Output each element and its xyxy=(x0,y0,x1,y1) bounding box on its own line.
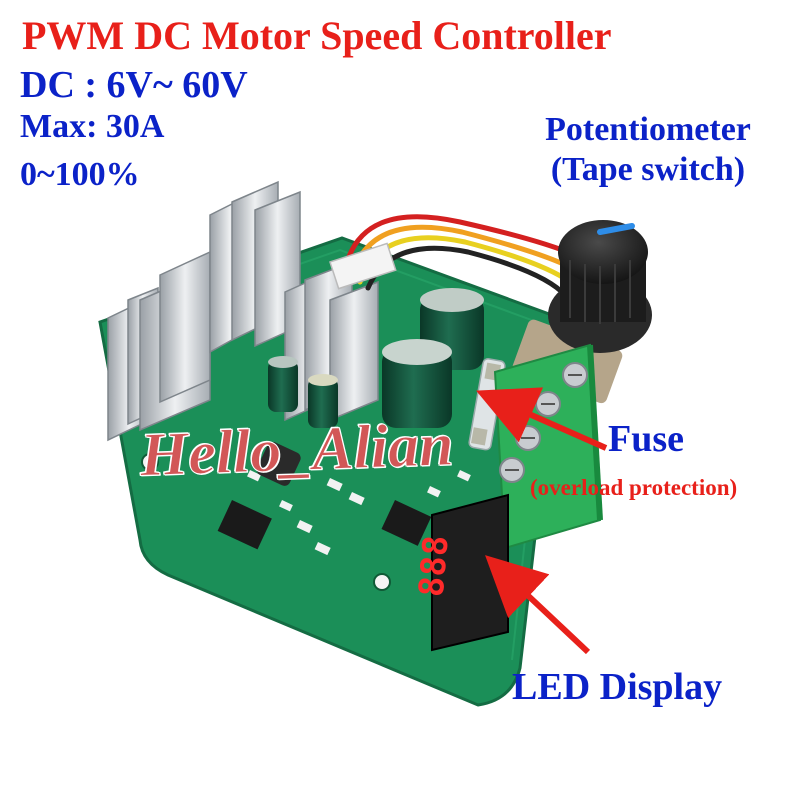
inductor xyxy=(256,441,301,486)
potentiometer-title: Potentiometer xyxy=(545,111,751,148)
wire-harness xyxy=(329,214,578,299)
led-digits: 888 xyxy=(412,534,457,599)
fuse-label: Fuse xyxy=(608,418,684,460)
potentiometer-note: (Tape switch) xyxy=(550,151,746,188)
mounting-hole xyxy=(141,453,159,471)
watermark-text: Hello_Alian xyxy=(138,410,455,490)
spec-current: Max: 30A xyxy=(20,108,165,145)
ic-chip xyxy=(217,499,272,550)
capacitors xyxy=(268,288,484,428)
page-title: PWM DC Motor Speed Controller xyxy=(22,13,612,58)
spec-voltage: DC : 6V~ 60V xyxy=(20,64,248,106)
spec-range: 0~100% xyxy=(20,156,140,193)
terminal-block xyxy=(493,343,603,550)
potentiometer-label: Potentiometer (Tape switch) xyxy=(512,110,784,190)
arrow-fuse-icon xyxy=(476,387,608,451)
led-display-label: LED Display xyxy=(512,666,723,708)
mounting-hole xyxy=(373,573,391,591)
arrow-led-icon xyxy=(485,555,591,655)
fuse-note: (overload protection) xyxy=(530,475,738,500)
ic-chip xyxy=(381,500,432,546)
